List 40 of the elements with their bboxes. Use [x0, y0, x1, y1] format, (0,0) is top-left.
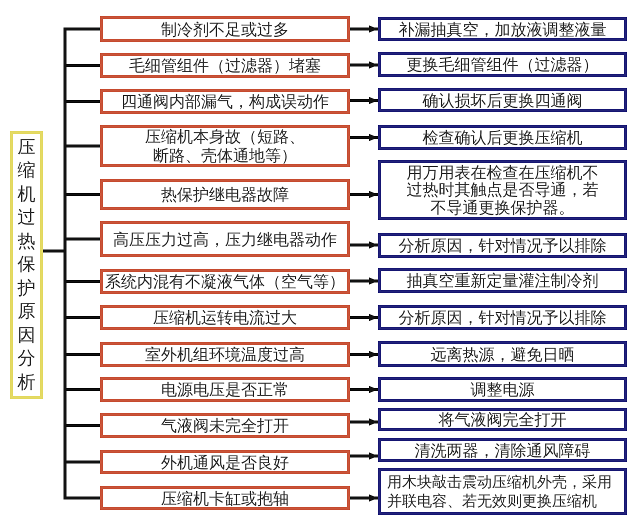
cause-box: 电源电压是否正常	[100, 377, 350, 402]
remedy-box: 远离热源，避免日晒	[378, 341, 627, 367]
cause-box: 压缩机本身故（短路、断路、壳体通地等）	[100, 125, 350, 167]
arrow	[350, 452, 378, 460]
arrow	[350, 61, 378, 69]
cause-box: 气液阀未完全打开	[100, 413, 350, 438]
remedy-box: 补漏抽真空，加放液调整液量	[378, 17, 627, 41]
arrow	[350, 494, 378, 502]
remedy-box: 分析原因，针对情况予以排除	[378, 305, 627, 330]
remedy-box: 用万用表在检查在压缩机不过热时其触点是否导通，若不导通更换保护器。	[378, 160, 627, 220]
cause-box: 系统内混有不凝液气体（空气等）	[100, 269, 350, 294]
arrow	[350, 96, 378, 104]
remedy-box: 抽真空重新定量灌注制冷剂	[378, 268, 627, 293]
cause-box: 热保护继电器故障	[100, 179, 350, 210]
arrow	[350, 134, 378, 142]
remedy-box: 分析原因，针对情况予以排除	[378, 233, 627, 258]
cause-box: 毛细管组件（过滤器）堵塞	[100, 53, 350, 78]
arrow	[350, 190, 378, 198]
arrow	[350, 386, 378, 394]
cause-box: 四通阀内部漏气，构成误动作	[100, 89, 350, 114]
cause-box: 压缩机运转电流过大	[100, 305, 350, 330]
remedy-box: 调整电源	[378, 377, 627, 402]
arrow	[350, 241, 378, 249]
remedy-box: 清洗两器，清除通风障碍	[378, 438, 627, 462]
remedy-box: 更换毛细管组件（过滤器）	[378, 52, 627, 77]
title-box: 压缩机过热保护原因分析	[10, 131, 43, 399]
cause-box: 外机通风是否良好	[100, 450, 350, 474]
cause-box: 室外机组环境温度过高	[100, 342, 350, 367]
cause-box: 制冷剂不足或过多	[100, 16, 350, 42]
arrow	[350, 25, 378, 33]
arrow	[350, 277, 378, 285]
cause-box: 压缩机卡缸或抱轴	[100, 486, 350, 510]
arrow	[350, 350, 378, 358]
arrow	[350, 314, 378, 322]
remedy-box: 将气液阀完全打开	[378, 408, 627, 431]
cause-box: 高压压力过高，压力继电器动作	[100, 221, 350, 257]
remedy-box: 确认损坏后更换四通阀	[378, 88, 627, 112]
remedy-box: 用木块敲击震动压缩机外壳，采用并联电容、若无效则更换压缩机	[378, 468, 627, 515]
arrow	[350, 418, 378, 426]
remedy-box: 检查确认后更换压缩机	[378, 125, 627, 150]
